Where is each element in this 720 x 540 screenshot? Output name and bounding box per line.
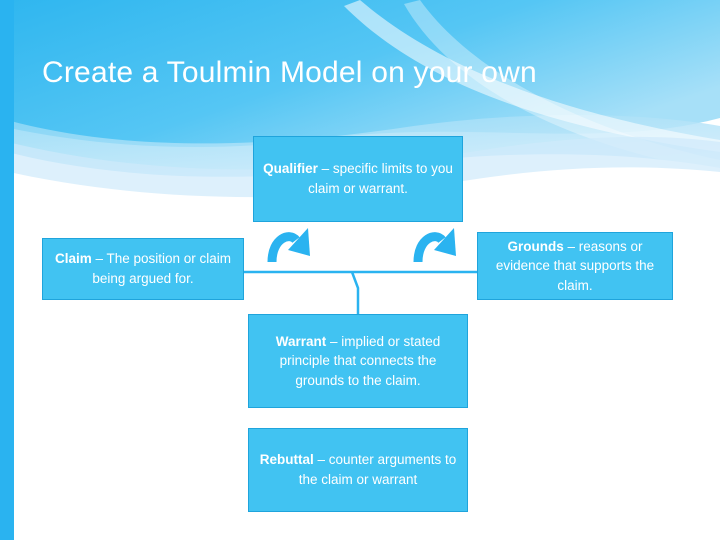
diagram-box-rebuttal: Rebuttal – counter arguments to the clai… — [248, 428, 468, 512]
curved-arrow-right-head — [434, 228, 456, 256]
grounds-label-rest: – reasons or evidence that supports the … — [495, 238, 655, 293]
curved-arrow-left-head — [288, 228, 310, 256]
grounds-label-bold: Grounds — [507, 238, 564, 254]
claim-label-rest: – The position or claim being argued for… — [91, 251, 232, 286]
diagram-box-claim: Claim – The position or claim being argu… — [42, 238, 244, 300]
rebuttal-label-bold: Rebuttal — [259, 452, 314, 468]
qualifier-label-bold: Qualifier — [263, 161, 318, 177]
diagram-box-grounds: Grounds – reasons or evidence that suppo… — [477, 232, 673, 300]
warrant-label-bold: Warrant — [275, 333, 327, 349]
left-accent-bar — [0, 0, 14, 540]
claim-label-bold: Claim — [54, 251, 92, 267]
warrant-label-rest: – implied or stated principle that conne… — [279, 333, 441, 388]
decorative-swoosh — [0, 0, 720, 198]
diagram-box-warrant: Warrant – implied or stated principle th… — [248, 314, 468, 408]
rebuttal-label-rest: – counter arguments to the claim or warr… — [298, 452, 457, 487]
curved-arrow-right — [413, 232, 446, 263]
diagram-box-qualifier: Qualifier – specific limits to you claim… — [253, 136, 463, 222]
page-title: Create a Toulmin Model on your own — [42, 56, 537, 89]
qualifier-label-rest: – specific limits to you claim or warran… — [308, 161, 453, 196]
warrant-connector-line — [350, 271, 360, 314]
curved-arrow-left — [267, 232, 300, 263]
